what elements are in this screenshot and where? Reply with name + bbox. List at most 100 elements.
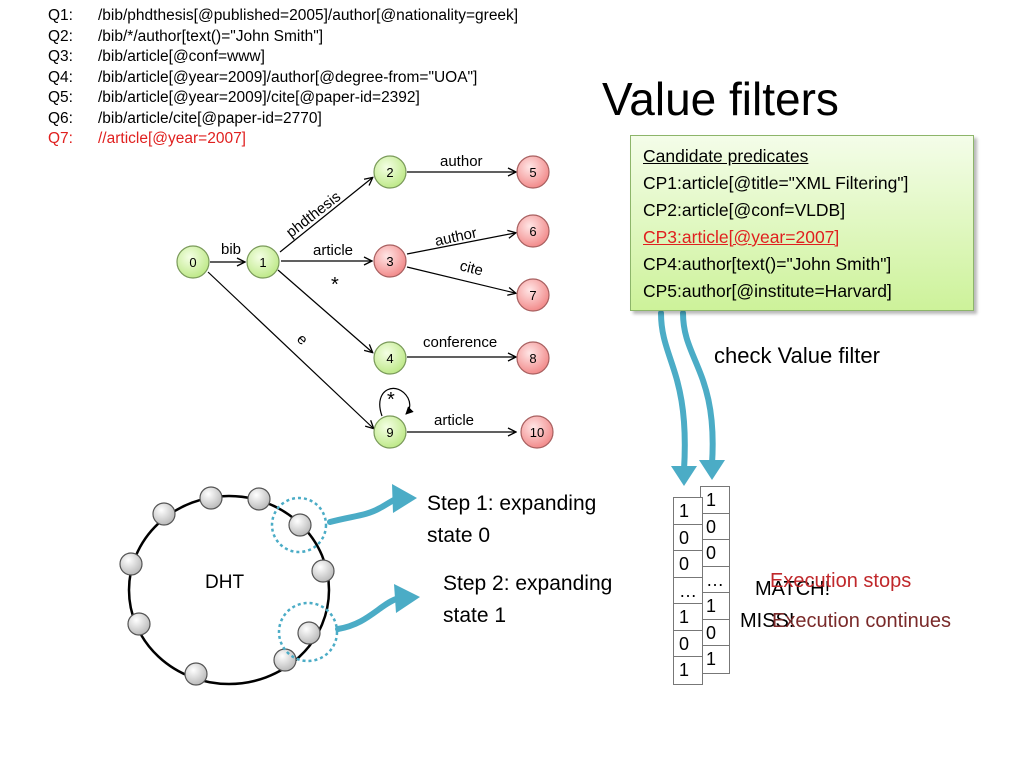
step1-arrow-shaft — [327, 495, 401, 525]
dht-label: DHT — [205, 572, 244, 593]
step1-label: Step 1: expanding state 0 — [427, 488, 596, 552]
dht-highlight-ring — [270, 496, 328, 554]
bit-cell: 1 — [674, 604, 702, 631]
bit-cell: 0 — [701, 540, 729, 567]
query-row: Q4: /bib/article[@year=2009]/author[@degr… — [48, 68, 518, 89]
bit-cell: … — [701, 567, 729, 593]
bit-cell: 1 — [701, 593, 729, 620]
query-id: Q4: — [48, 68, 73, 86]
step-arrows — [327, 484, 420, 632]
execution-continues-label: Execution continues — [772, 610, 952, 632]
dht-peer — [288, 513, 312, 537]
bit-cell: 1 — [706, 649, 717, 669]
state-node — [516, 155, 550, 189]
edge-label-star: * — [387, 389, 395, 411]
dht-ring: DHT — [119, 486, 339, 686]
query-row: Q6: /bib/article/cite[@paper-id=2770] — [48, 109, 518, 130]
query-id: Q2: — [48, 27, 73, 45]
edge-9-self-loop — [379, 387, 414, 417]
bit-vector-front: 1 0 0 … 1 0 1 — [673, 497, 703, 685]
step2-line1: Step 2: expanding — [443, 572, 613, 595]
predicate-item: CP4:author[text()="John Smith"] — [643, 254, 892, 274]
dht-peer — [119, 552, 143, 576]
state-node — [516, 341, 550, 375]
state-node-label: 5 — [529, 165, 536, 180]
bit-cell: 0 — [674, 631, 702, 657]
bit-cell: 0 — [674, 551, 702, 578]
query-list: Q1: /bib/phdthesis[@published=2005]/autho… — [48, 6, 518, 150]
flow-arrowhead-left — [671, 466, 697, 486]
bit-cell: 1 — [674, 498, 702, 525]
state-node-label: 0 — [189, 255, 196, 270]
flow-arrow-right — [680, 310, 716, 467]
state-node — [246, 245, 280, 279]
query-expression: //article[@year=2007] — [98, 130, 246, 147]
bit-cell: 1 — [701, 487, 729, 514]
query-id: Q5: — [48, 89, 73, 106]
query-id: Q1: — [48, 7, 73, 24]
predicate-item-highlighted: CP3:article[@year=2007] — [643, 227, 840, 247]
step1-arrow-head — [392, 484, 417, 513]
state-node-label: 7 — [529, 288, 536, 303]
query-id: Q6: — [48, 109, 73, 127]
dht-peer — [247, 487, 271, 511]
edge-label-cite: cite — [458, 257, 485, 279]
state-node-label: 2 — [386, 165, 393, 180]
edge-label-bib: bib — [221, 241, 241, 258]
query-row-highlighted: Q7://article[@year=2007] — [48, 129, 518, 150]
state-node-label: 10 — [530, 425, 544, 440]
dht-peer — [152, 502, 176, 526]
slide-title: Value filters — [602, 73, 839, 125]
predicate-item: CP2:article[@conf=VLDB] — [643, 200, 846, 220]
edge-3-6 — [406, 233, 515, 255]
state-node-label: 4 — [386, 351, 393, 366]
query-row: Q2: /bib/*/author[text()="John Smith"] — [48, 27, 518, 48]
edge-label-article: article — [313, 242, 353, 259]
query-expression: /bib/phdthesis[@published=2005]/author[@… — [98, 7, 519, 24]
edge-label-conference: conference — [423, 334, 497, 351]
state-node — [373, 341, 407, 375]
miss-label: MISS! — [740, 610, 795, 632]
state-node-label: 9 — [386, 425, 393, 440]
dht-peer — [273, 648, 297, 672]
edge-3-7 — [406, 266, 515, 293]
query-row: Q3:/bib/article[@conf=www] — [48, 47, 518, 68]
bit-cell: … — [674, 578, 702, 604]
state-node — [176, 245, 210, 279]
query-expression: /bib/article[@conf=www] — [98, 48, 265, 65]
predicate-flow-arrows — [658, 310, 716, 473]
bit-cell: 0 — [701, 620, 729, 646]
state-node — [516, 214, 550, 248]
state-node-label: 1 — [259, 255, 266, 270]
state-node — [516, 278, 550, 312]
query-expression: /bib/*/author[text()="John Smith"] — [98, 27, 324, 45]
state-node — [373, 155, 407, 189]
state-node-label: 8 — [529, 351, 536, 366]
step2-label: Step 2: expanding state 1 — [443, 568, 612, 632]
edge-1-2 — [279, 178, 372, 253]
bit-cell: 0 — [674, 525, 702, 551]
predicate-item: CP1:article[@title="XML Filtering"] — [643, 173, 909, 193]
edge-label-article: article — [434, 412, 474, 429]
automaton-edges — [207, 172, 515, 432]
step2-line2: state 1 — [443, 604, 507, 627]
edge-labels: bib phdthesis article * e author author … — [221, 153, 497, 429]
edge-0-9 — [207, 271, 373, 428]
query-expression: /bib/article/cite[@paper-id=2770] — [98, 109, 322, 127]
execution-stops-label: Execution stops — [770, 570, 912, 592]
flow-arrow-left — [658, 310, 688, 473]
match-label: MATCH! — [755, 578, 831, 600]
bit-cell: 0 — [701, 514, 729, 540]
step1-line2: state 0 — [427, 524, 491, 547]
step2-arrow-shaft — [335, 595, 402, 632]
query-row: Q1: /bib/phdthesis[@published=2005]/autho… — [48, 6, 518, 27]
step1-line1: Step 1: expanding — [427, 492, 597, 515]
edge-label-author: author — [433, 224, 478, 249]
bit-cell: 1 — [679, 660, 690, 680]
dht-highlight-ring — [277, 601, 339, 663]
check-value-filter-label: check Value filter — [714, 343, 880, 368]
dht-peer — [297, 621, 321, 645]
flow-arrowhead-right — [699, 460, 725, 480]
query-expression: /bib/article[@year=2009]/author[@degree-… — [98, 68, 478, 86]
